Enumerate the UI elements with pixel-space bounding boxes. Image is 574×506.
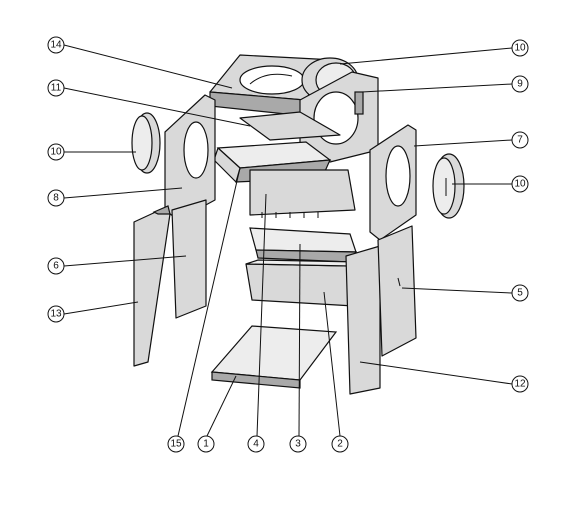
callout-9: 9 bbox=[511, 75, 529, 93]
callout-10-right-label: 10 bbox=[514, 179, 526, 190]
callout-11: 11 bbox=[47, 79, 65, 97]
callout-15: 15 bbox=[167, 435, 185, 453]
callout-7-label: 7 bbox=[517, 135, 523, 146]
callout-10-top: 10 bbox=[511, 39, 529, 57]
callout-10-right: 10 bbox=[511, 175, 529, 193]
callout-14-label: 14 bbox=[50, 40, 62, 51]
callout-9-label: 9 bbox=[517, 79, 523, 90]
callout-8-label: 8 bbox=[53, 193, 59, 204]
callout-6-label: 6 bbox=[53, 261, 59, 272]
part-6-left-panel bbox=[171, 199, 207, 319]
callout-2: 2 bbox=[331, 435, 349, 453]
callout-5: 5 bbox=[511, 284, 529, 302]
callout-5-label: 5 bbox=[517, 288, 523, 299]
part-5-right-panel bbox=[377, 225, 417, 357]
callout-1: 1 bbox=[197, 435, 215, 453]
callout-10-top-label: 10 bbox=[514, 43, 526, 54]
callout-10-left: 10 bbox=[47, 143, 65, 161]
callout-11-label: 11 bbox=[51, 83, 62, 94]
callout-12: 12 bbox=[511, 375, 529, 393]
part-10-left-cap bbox=[131, 112, 161, 174]
callout-3-label: 3 bbox=[295, 439, 301, 450]
part-12-right-panel bbox=[345, 245, 381, 395]
callout-3: 3 bbox=[289, 435, 307, 453]
callout-4: 4 bbox=[247, 435, 265, 453]
callout-2-label: 2 bbox=[337, 439, 343, 450]
part-11-inner-plate bbox=[239, 111, 341, 141]
part-1-base-plate bbox=[210, 325, 338, 389]
part-3-middle-brick bbox=[249, 227, 358, 263]
part-4-back-brick bbox=[249, 169, 356, 218]
leader-lines bbox=[63, 44, 513, 437]
callout-4-label: 4 bbox=[253, 439, 259, 450]
part-10-right-cap bbox=[432, 153, 465, 219]
callout-13: 13 bbox=[47, 305, 65, 323]
callout-13-label: 13 bbox=[50, 309, 62, 320]
callout-10-left-label: 10 bbox=[50, 147, 62, 158]
part-7-right-wall bbox=[369, 124, 417, 241]
callout-8: 8 bbox=[47, 189, 65, 207]
callout-6: 6 bbox=[47, 257, 65, 275]
part-13-left-panel bbox=[133, 205, 171, 367]
callout-14: 14 bbox=[47, 36, 65, 54]
callout-15-label: 15 bbox=[170, 439, 182, 450]
callout-7: 7 bbox=[511, 131, 529, 149]
callout-1-label: 1 bbox=[203, 439, 209, 450]
callout-12-label: 12 bbox=[514, 379, 526, 390]
